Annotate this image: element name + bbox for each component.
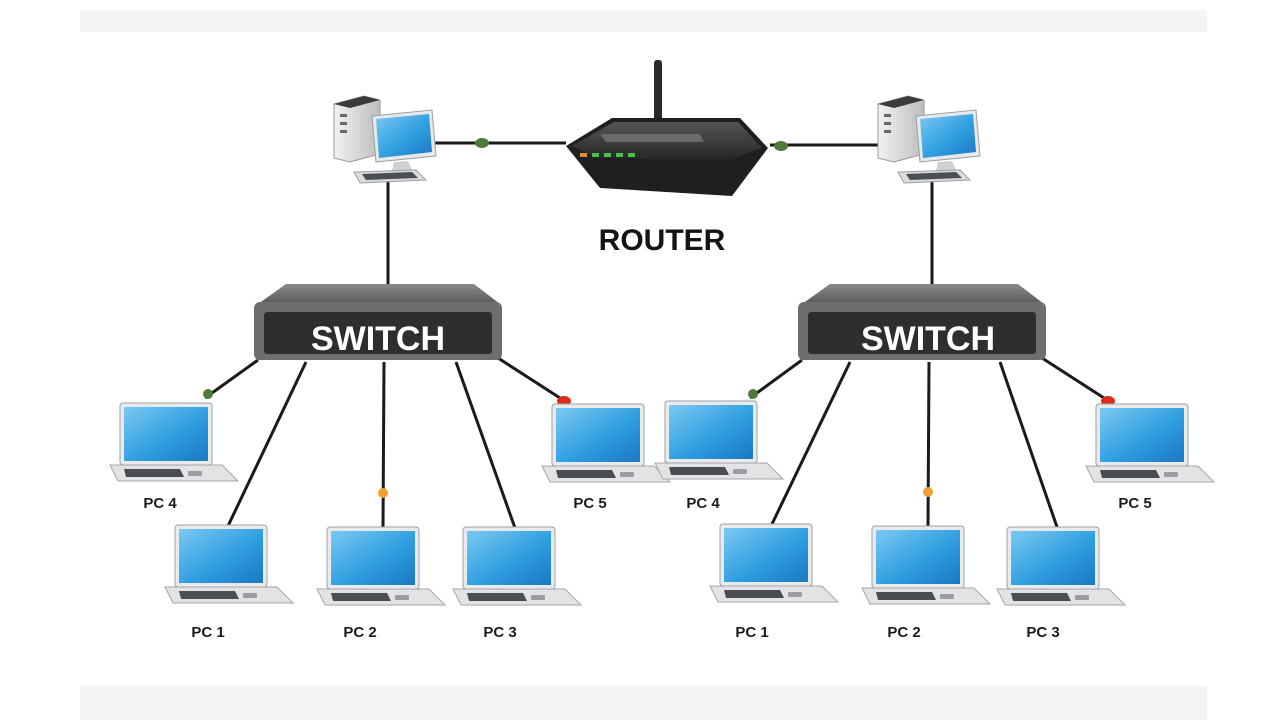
pc-label: PC 2 (343, 624, 376, 641)
router-icon (566, 60, 768, 196)
switch-label: SWITCH (311, 320, 445, 358)
desktop-computer-icon (877, 95, 981, 184)
pc-label: PC 5 (1118, 495, 1151, 512)
bottom-band (80, 686, 1207, 720)
pc-label: PC 4 (686, 495, 720, 512)
network-switch-icon (798, 284, 1046, 360)
laptop-icon (709, 523, 839, 603)
network-switch-icon (254, 284, 502, 360)
laptop-icon (164, 524, 294, 604)
pc-label: PC 4 (143, 495, 177, 512)
pc-label: PC 1 (735, 624, 768, 641)
desktop-computer-icon (333, 95, 437, 184)
pc-label: PC 5 (573, 495, 606, 512)
laptop-icon (316, 526, 446, 606)
pc-label: PC 2 (887, 624, 920, 641)
router-label: ROUTER (599, 224, 726, 257)
pc-label: PC 3 (483, 624, 516, 641)
laptop-icon (861, 525, 991, 605)
pc-label: PC 3 (1026, 624, 1059, 641)
laptop-icon (1085, 403, 1215, 483)
laptop-icon (452, 526, 582, 606)
laptop-icon (996, 526, 1126, 606)
switch-label: SWITCH (861, 320, 995, 358)
pc-label: PC 1 (191, 624, 224, 641)
laptop-icon (109, 402, 239, 482)
cables (204, 141, 1105, 529)
laptop-icon (541, 403, 671, 483)
laptop-icon (654, 400, 784, 480)
top-band (80, 10, 1207, 32)
